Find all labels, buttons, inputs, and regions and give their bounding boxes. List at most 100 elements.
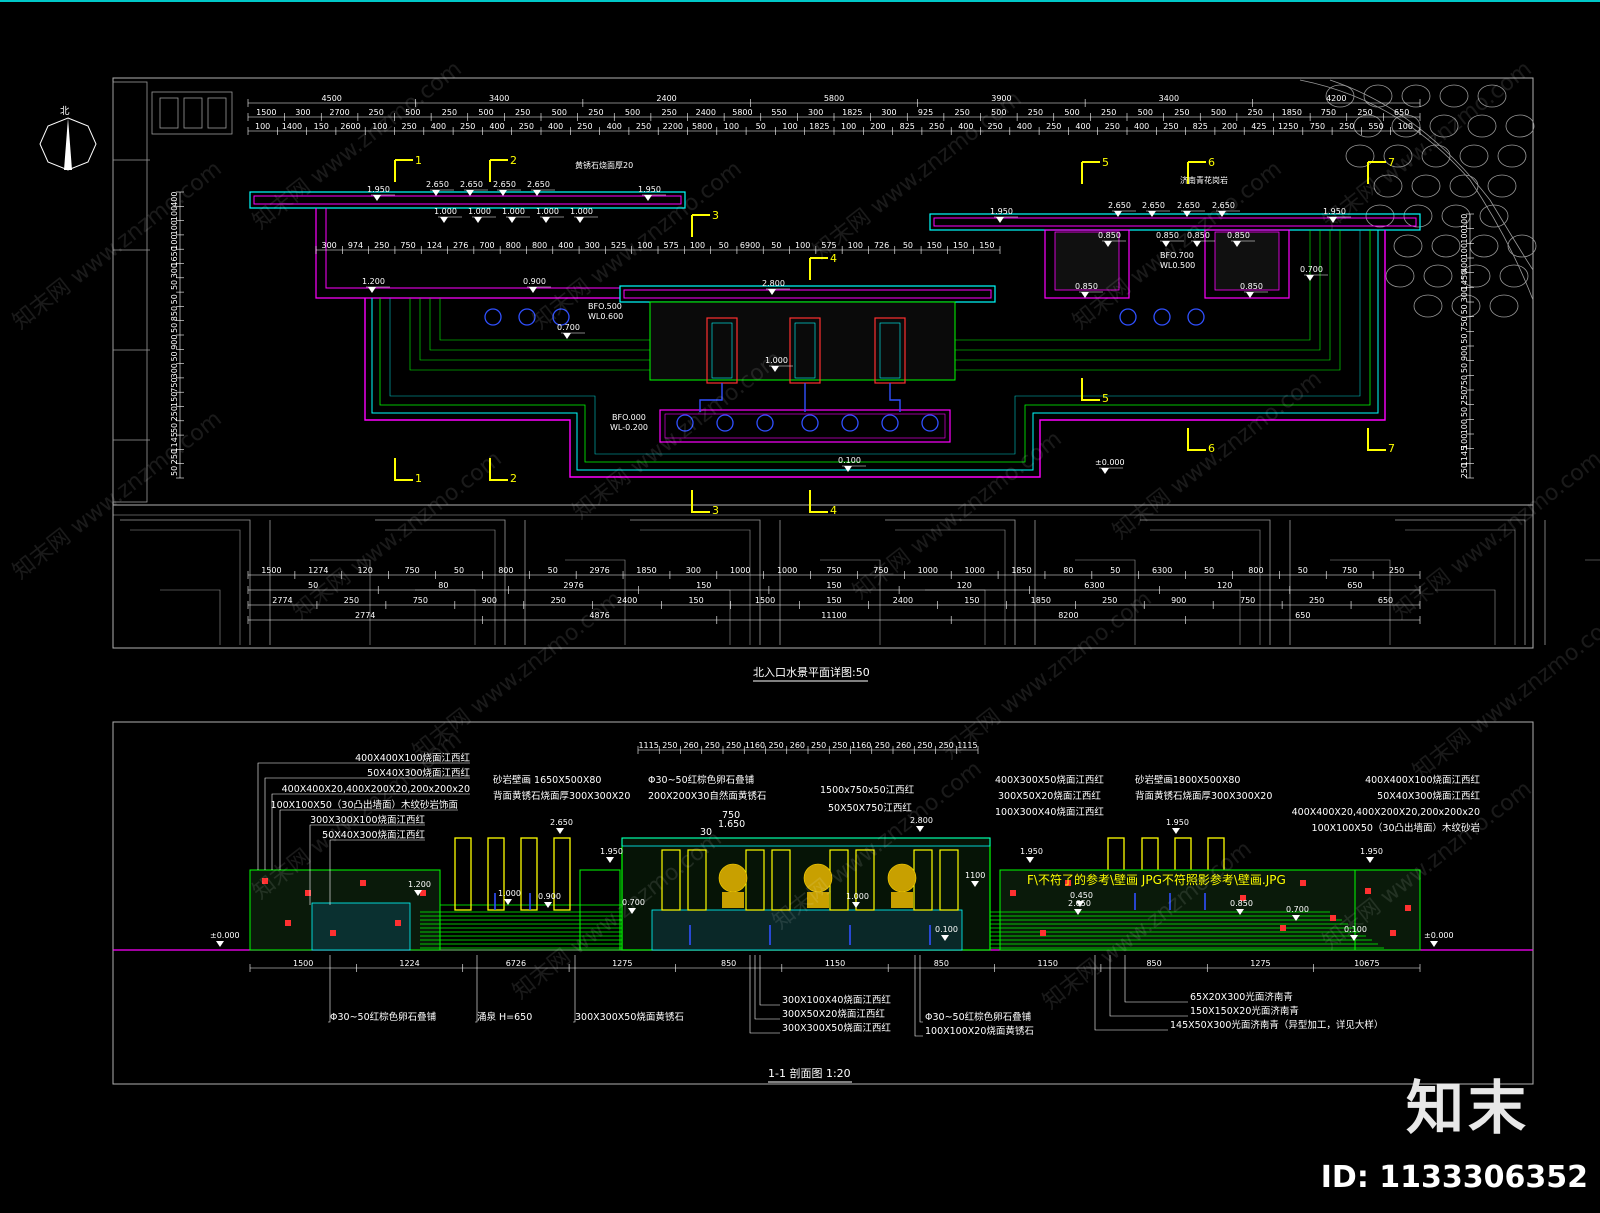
plan-dim-bottom: 50	[454, 566, 464, 575]
material-label: 400X300X50烧面江西红	[995, 774, 1104, 786]
material-label: 涌泉 H=650	[477, 1011, 532, 1023]
plan-dim-bottom: 1850	[1011, 566, 1031, 575]
left-wall-elevation	[249, 869, 661, 951]
plan-dim-bottom: 1000	[964, 566, 984, 575]
plan-dim-bottom: 1000	[730, 566, 750, 575]
plan-dim-bottom: 2774	[272, 596, 292, 605]
plan-dim-top: 500	[405, 108, 420, 117]
material-label: 1500x750x50江西红	[820, 784, 915, 796]
plan-dim-right: 50	[1460, 334, 1469, 344]
plan-dim-bottom: 150	[688, 596, 703, 605]
stone-note: 黄锈石烧面厚20	[575, 160, 633, 170]
plan-dim-left: 900	[170, 335, 179, 350]
plan-dim-top: 250	[636, 122, 651, 131]
plan-dim-right: 1450	[1460, 270, 1469, 290]
plan-dim-top: 250	[588, 108, 603, 117]
cobblestone-cells	[1325, 84, 1537, 318]
plan-dim-left: 50	[170, 280, 179, 290]
plan-dim-top: 825	[1193, 122, 1208, 131]
plan-dim-inner: 150	[953, 241, 968, 250]
section-mark-label: 5	[1102, 156, 1109, 169]
plan-dim-bottom: 2976	[589, 566, 609, 575]
elevation-marker: 0.700	[1300, 265, 1323, 274]
brand-logo-text: 知末	[1405, 1074, 1530, 1142]
section-dim-bottom: 1150	[825, 959, 845, 968]
section-dim-top: 250	[917, 741, 932, 750]
plan-dim-bottom: 8200	[1058, 611, 1078, 620]
material-label: 400X400X20,400X200X20,200x200x20	[1292, 807, 1480, 818]
plan-dim-inner: 100	[690, 241, 705, 250]
plan-dim-left: 50	[170, 423, 179, 433]
material-label: 300X300X100烧面江西红	[310, 814, 425, 826]
stone-note: 济南青花岗岩	[1180, 175, 1228, 185]
elevation-marker: 1.000	[536, 207, 559, 216]
plan-dim-left: 850	[170, 306, 179, 321]
section-dim-top: 250	[875, 741, 890, 750]
section-elevation-marker: 1.950	[1020, 847, 1043, 856]
section-dim-bottom: 1275	[612, 959, 632, 968]
plan-dim-bottom: 50	[308, 581, 318, 590]
section-elevation-marker: 0.700	[622, 898, 645, 907]
section-elevation-marker: 1.950	[600, 847, 623, 856]
plan-dim-top: 1850	[1282, 108, 1302, 117]
plan-dim-bottom: 50	[548, 566, 558, 575]
plan-dim-left: 300	[170, 263, 179, 278]
plan-dim-bottom: 2774	[355, 611, 375, 620]
plan-dim-bottom: 120	[1217, 581, 1232, 590]
plan-dim-left: 1145	[170, 432, 179, 452]
section-mark-label: 1	[415, 472, 422, 485]
section-title: 1-1 剖面图 1:20	[768, 1066, 851, 1080]
plan-dim-left: 100	[170, 220, 179, 235]
plan-dim-top: 550	[1368, 122, 1383, 131]
elevation-marker: 1.000	[468, 207, 491, 216]
elevation-marker: 1.950	[367, 185, 390, 194]
section-jets	[494, 893, 1206, 945]
section-mark-label: 2	[510, 154, 517, 167]
plan-dim-top: 400	[489, 122, 504, 131]
plan-dim-top: 100	[372, 122, 387, 131]
plan-dim-top: 400	[1017, 122, 1032, 131]
watermark-text: 知末网 www.znzmo.com	[1388, 447, 1600, 625]
watermark-text: 知末网 www.znzmo.com	[848, 427, 1066, 605]
plan-dim-bottom: 1000	[777, 566, 797, 575]
plan-dim-bottom: 300	[686, 566, 701, 575]
plan-dim-inner: 150	[927, 241, 942, 250]
plan-dim-top: 500	[552, 108, 567, 117]
water-note: BFO.000	[612, 413, 646, 422]
plan-dim-top: 250	[402, 122, 417, 131]
section-dim-top: 260	[790, 741, 805, 750]
section-dim-bottom: 850	[1146, 959, 1161, 968]
section-elevation-marker: ±0.000	[210, 931, 240, 940]
plan-dim-left: 100	[170, 234, 179, 249]
plan-dim-top: 300	[295, 108, 310, 117]
plan-dim-top: 400	[548, 122, 563, 131]
section-mark-label: 3	[712, 504, 719, 517]
plan-dim-top: 250	[1028, 108, 1043, 117]
section-mark-label: 5	[1102, 392, 1109, 405]
section-dim-bottom: 1275	[1250, 959, 1270, 968]
section-view: 400X400X100烧面江西红50X40X300烧面江西红400X400X20…	[112, 721, 1534, 1085]
plan-dim-inner: 525	[611, 241, 626, 250]
plan-dim-top: 300	[881, 108, 896, 117]
section-dim-top: 1160	[745, 741, 765, 750]
plan-dim-top: 250	[515, 108, 530, 117]
section-dim-bottom: 1150	[1038, 959, 1058, 968]
plan-dim-top: 1500	[256, 108, 276, 117]
plan-dim-bottom: 800	[1248, 566, 1263, 575]
plan-dim-inner: 150	[979, 241, 994, 250]
plan-dim-top: 1825	[809, 122, 829, 131]
plan-dim-right: 750	[1460, 375, 1469, 390]
elevation-marker: 0.850	[1240, 282, 1263, 291]
plan-dim-bottom: 4876	[589, 611, 609, 620]
water-feature-outline	[249, 191, 1421, 478]
plan-dim-bottom: 2400	[893, 596, 913, 605]
section-elevation-marker: 0.900	[538, 892, 561, 901]
plan-dim-right: 100	[1460, 228, 1469, 243]
section-elevation-marker: ±0.000	[1424, 931, 1454, 940]
material-label: 100X100X50（30凸出墙面）木纹砂岩饰面	[271, 799, 458, 811]
plan-dim-top: 925	[918, 108, 933, 117]
elevation-marker: 2.650	[1177, 201, 1200, 210]
elevation-marker: 2.800	[762, 279, 785, 288]
